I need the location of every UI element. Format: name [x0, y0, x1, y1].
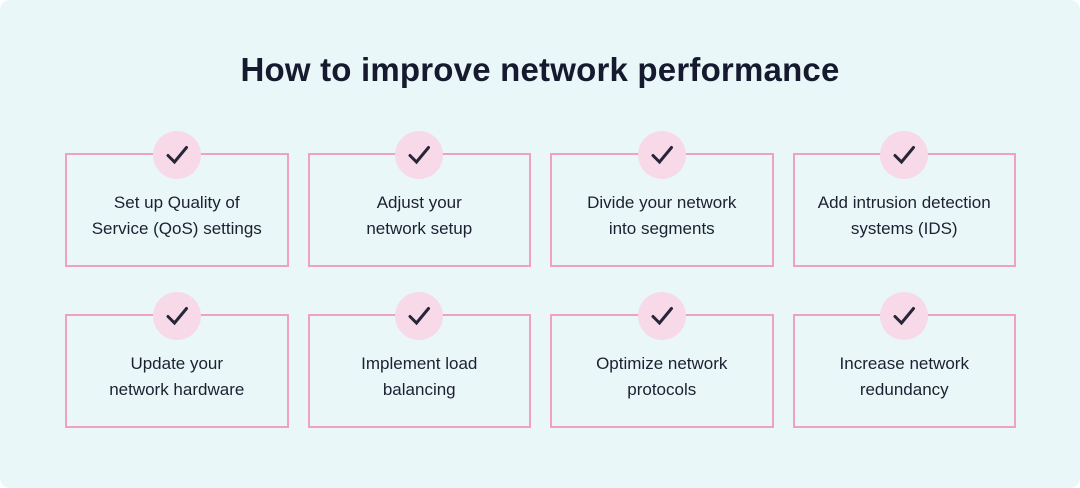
check-icon [645, 299, 679, 333]
card-label-line: network setup [366, 219, 473, 238]
card-label-line: redundancy [859, 380, 949, 399]
card-label: Implement load balancing [361, 339, 477, 403]
card-label-line: Increase network [839, 354, 969, 373]
card-label-line: protocols [627, 380, 697, 399]
card-grid: Set up Quality of Service (QoS) settings… [65, 131, 1016, 428]
card-network-protocols: Optimize network protocols [550, 292, 774, 428]
card-label: Update your network hardware [109, 339, 244, 403]
check-icon [160, 299, 194, 333]
card-label-line: Set up Quality of [113, 193, 240, 212]
check-badge [880, 131, 929, 179]
card-label: Adjust your network setup [366, 178, 472, 242]
card-label-line: Divide your network [587, 193, 737, 212]
check-badge [152, 131, 201, 179]
check-icon [887, 299, 921, 333]
check-badge [637, 292, 686, 340]
card-label-line: Adjust your [376, 193, 462, 212]
check-badge [395, 131, 444, 179]
card-label: Optimize network protocols [596, 339, 727, 403]
card-label: Set up Quality of Service (QoS) settings [92, 178, 262, 242]
card-label: Divide your network into segments [587, 178, 736, 242]
card-label-line: Update your [130, 354, 224, 373]
card-label-line: balancing [382, 380, 456, 399]
check-icon [402, 138, 436, 172]
card-network-setup: Adjust your network setup [307, 131, 531, 267]
check-badge [152, 292, 201, 340]
card-label-line: Service (QoS) settings [91, 219, 262, 238]
card-label-line: Implement load [361, 354, 478, 373]
card-label-line: systems (IDS) [850, 219, 958, 238]
card-load-balancing: Implement load balancing [307, 292, 531, 428]
card-qos-settings: Set up Quality of Service (QoS) settings [65, 131, 289, 267]
card-network-hardware: Update your network hardware [65, 292, 289, 428]
card-label-line: Optimize network [596, 354, 728, 373]
check-badge [637, 131, 686, 179]
check-badge [880, 292, 929, 340]
card-label: Add intrusion detection systems (IDS) [818, 178, 991, 242]
card-intrusion-detection: Add intrusion detection systems (IDS) [792, 131, 1016, 267]
check-icon [160, 138, 194, 172]
check-badge [395, 292, 444, 340]
card-network-segments: Divide your network into segments [550, 131, 774, 267]
card-label-line: network hardware [109, 380, 245, 399]
check-icon [645, 138, 679, 172]
card-label-line: into segments [608, 219, 715, 238]
check-icon [887, 138, 921, 172]
card-label: Increase network redundancy [840, 339, 969, 403]
card-network-redundancy: Increase network redundancy [792, 292, 1016, 428]
page-title: How to improve network performance [240, 51, 840, 88]
card-label-line: Add intrusion detection [817, 193, 991, 212]
check-icon [402, 299, 436, 333]
